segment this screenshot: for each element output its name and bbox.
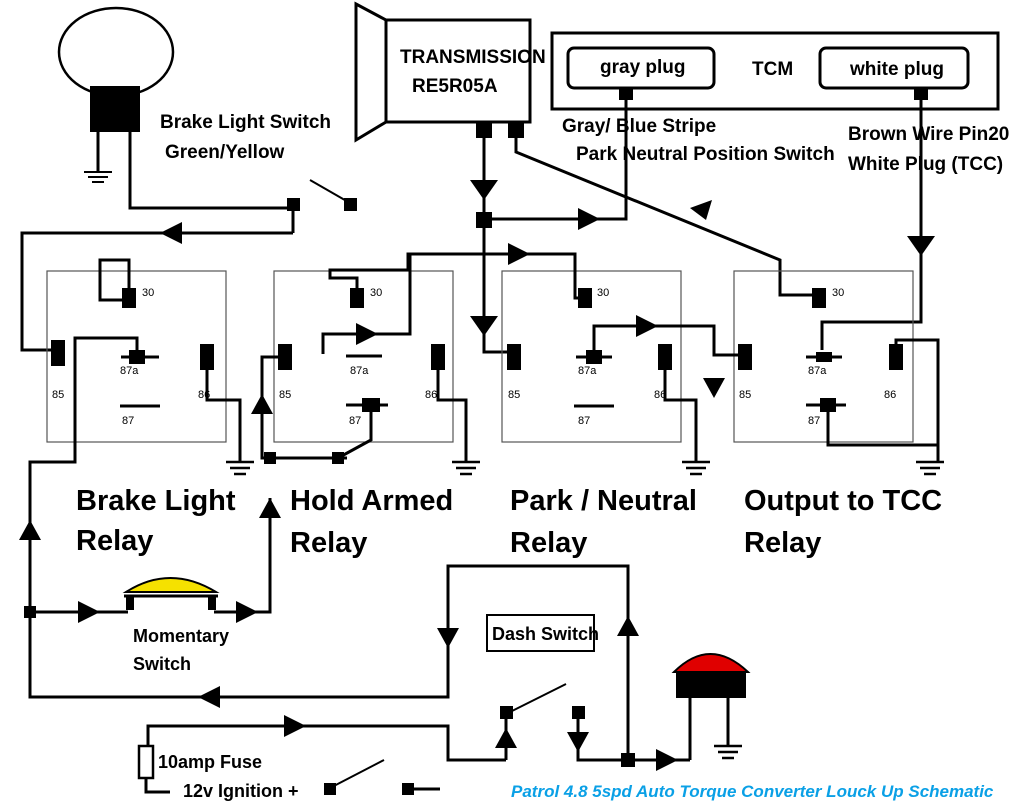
brake-light-relay-subtitle: Relay — [76, 525, 153, 557]
gray-plug-label: gray plug — [600, 57, 686, 78]
relay3-pin-30: 30 — [597, 287, 609, 299]
ground-icon-1 — [226, 460, 254, 476]
relay2-pin-86: 86 — [425, 389, 437, 401]
relay4-pin-87: 87 — [808, 415, 820, 427]
fuse-label: 10amp Fuse — [158, 752, 262, 772]
transmission-label: TRANSMISSION — [400, 47, 546, 68]
ground-icon-2 — [452, 460, 480, 476]
ground-icon-3 — [682, 460, 710, 476]
relay4-pin-85: 85 — [739, 389, 751, 401]
park-neutral-relay-title: Park / Neutral — [510, 485, 697, 517]
gray-wire-label: Gray/ Blue Stripe — [562, 116, 716, 137]
dash-switch-contact — [509, 683, 567, 713]
dash-switch-box[interactable] — [486, 614, 595, 652]
output-tcc-relay-pins — [738, 288, 903, 412]
relay2-pin-85: 85 — [279, 389, 291, 401]
park-neutral-relay-pins — [507, 288, 672, 408]
dash-switch-label: Dash Switch — [492, 624, 599, 644]
park-neutral-relay-subtitle: Relay — [510, 527, 587, 559]
relay2-pin-30: 30 — [370, 287, 382, 299]
fuse-icon — [137, 744, 155, 780]
transmission-block — [354, 1, 532, 143]
momentary-switch-label-2: Switch — [133, 654, 191, 674]
park-neutral-relay-box — [501, 270, 682, 443]
park-neutral-switch-label: Park Neutral Position Switch — [576, 144, 835, 165]
relay1-pin-30: 30 — [142, 287, 154, 299]
output-tcc-relay-title: Output to TCC — [744, 485, 942, 517]
brake-light-relay-pins — [51, 288, 214, 408]
ignition-label: 12v Ignition + — [183, 781, 299, 801]
brake-light-relay-box — [46, 270, 227, 443]
relay4-pin-30: 30 — [832, 287, 844, 299]
white-plug-tcc-label: White Plug (TCC) — [848, 154, 1003, 175]
brake-switch-label: Brake Light Switch — [160, 112, 331, 133]
tcm-label: TCM — [752, 59, 793, 80]
brake-light-relay-title: Brake Light — [76, 485, 236, 517]
hold-armed-relay-title: Hold Armed — [290, 485, 453, 517]
hold-armed-relay-pins — [278, 288, 445, 412]
momentary-switch-label: Momentary — [133, 626, 229, 646]
relay1-pin-87a: 87a — [120, 365, 139, 377]
relay3-pin-87: 87 — [578, 415, 590, 427]
dash-indicator-light-icon — [671, 653, 751, 760]
ignition-switch-contact — [329, 759, 385, 789]
hold-armed-relay-subtitle: Relay — [290, 527, 367, 559]
momentary-switch-icon[interactable] — [122, 577, 220, 610]
relay3-pin-87a: 87a — [578, 365, 597, 377]
relay1-pin-87: 87 — [122, 415, 134, 427]
transmission-model: RE5R05A — [412, 76, 498, 97]
relay2-pin-87: 87 — [349, 415, 361, 427]
relay2-pin-87a: 87a — [350, 365, 369, 377]
tcm-block — [550, 31, 1000, 111]
relay4-pin-86: 86 — [884, 389, 896, 401]
brake-switch-color: Green/Yellow — [165, 142, 285, 163]
white-plug-label: white plug — [849, 59, 944, 80]
brown-wire-label: Brown Wire Pin20 — [848, 124, 1009, 145]
relay4-pin-87a: 87a — [808, 365, 827, 377]
relay1-pin-85: 85 — [52, 389, 64, 401]
relay3-pin-86: 86 — [654, 389, 666, 401]
schematic-caption: Patrol 4.8 5spd Auto Torque Converter Lo… — [511, 782, 994, 801]
output-tcc-relay-subtitle: Relay — [744, 527, 821, 559]
relay3-pin-85: 85 — [508, 389, 520, 401]
brake-switch-contact — [309, 179, 351, 204]
brake-light-bulb-icon — [57, 6, 175, 200]
ground-icon-4 — [916, 460, 944, 476]
